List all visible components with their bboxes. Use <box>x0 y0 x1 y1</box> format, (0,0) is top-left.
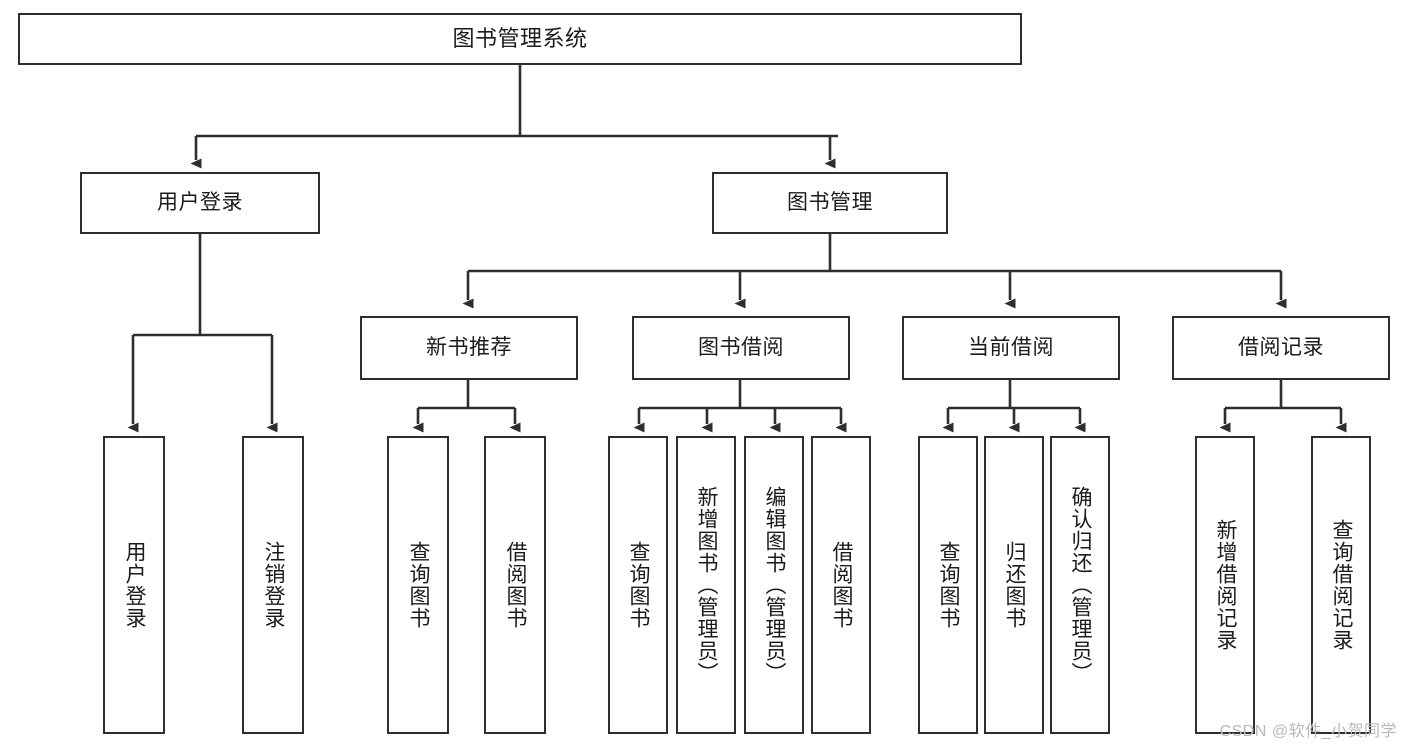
node-current-borrow[interactable]: 当前借阅 <box>902 316 1120 380</box>
node-leaf-edit-book-admin-label: 编辑图书（管理员） <box>762 486 786 684</box>
node-user-login-label: 用户登录 <box>157 190 243 214</box>
node-book-borrow-label: 图书借阅 <box>698 335 784 359</box>
node-user-login[interactable]: 用户登录 <box>80 172 320 234</box>
node-leaf-return-book[interactable]: 归还图书 <box>984 436 1044 734</box>
node-leaf-add-borrow-record-label: 新增借阅记录 <box>1213 519 1237 651</box>
node-leaf-add-book-admin[interactable]: 新增图书（管理员） <box>676 436 736 734</box>
node-leaf-return-book-label: 归还图书 <box>1002 541 1026 629</box>
node-leaf-query-book-1[interactable]: 查询图书 <box>387 436 449 734</box>
node-leaf-logout-login[interactable]: 注销登录 <box>242 436 304 734</box>
node-book-borrow[interactable]: 图书借阅 <box>632 316 850 380</box>
node-borrow-record-label: 借阅记录 <box>1238 335 1324 359</box>
node-leaf-query-book-3-label: 查询图书 <box>936 541 960 629</box>
node-new-book-recommend-label: 新书推荐 <box>426 335 512 359</box>
node-leaf-query-book-2[interactable]: 查询图书 <box>608 436 668 734</box>
node-leaf-logout-login-label: 注销登录 <box>261 541 285 629</box>
node-leaf-query-borrow-record[interactable]: 查询借阅记录 <box>1311 436 1371 734</box>
node-leaf-add-borrow-record[interactable]: 新增借阅记录 <box>1195 436 1255 734</box>
node-leaf-confirm-return-admin[interactable]: 确认归还（管理员） <box>1050 436 1110 734</box>
node-leaf-borrow-book-2-label: 借阅图书 <box>829 541 853 629</box>
node-leaf-confirm-return-admin-label: 确认归还（管理员） <box>1068 486 1092 684</box>
watermark-text: CSDN @软件_小贺同学 <box>1219 723 1397 740</box>
node-leaf-query-book-1-label: 查询图书 <box>406 541 430 629</box>
node-leaf-query-book-3[interactable]: 查询图书 <box>918 436 978 734</box>
node-leaf-user-login[interactable]: 用户登录 <box>103 436 165 734</box>
node-root[interactable]: 图书管理系统 <box>18 13 1022 65</box>
node-leaf-query-borrow-record-label: 查询借阅记录 <box>1329 519 1353 651</box>
node-leaf-query-book-2-label: 查询图书 <box>626 541 650 629</box>
node-book-manage[interactable]: 图书管理 <box>712 172 948 234</box>
node-book-manage-label: 图书管理 <box>787 190 873 214</box>
node-leaf-borrow-book-1[interactable]: 借阅图书 <box>484 436 546 734</box>
node-leaf-borrow-book-1-label: 借阅图书 <box>503 541 527 629</box>
node-leaf-user-login-label: 用户登录 <box>122 541 146 629</box>
node-leaf-add-book-admin-label: 新增图书（管理员） <box>694 486 718 684</box>
node-borrow-record[interactable]: 借阅记录 <box>1172 316 1390 380</box>
node-root-label: 图书管理系统 <box>452 26 588 52</box>
node-new-book-recommend[interactable]: 新书推荐 <box>360 316 578 380</box>
node-leaf-edit-book-admin[interactable]: 编辑图书（管理员） <box>744 436 804 734</box>
node-leaf-borrow-book-2[interactable]: 借阅图书 <box>811 436 871 734</box>
node-current-borrow-label: 当前借阅 <box>968 335 1054 359</box>
